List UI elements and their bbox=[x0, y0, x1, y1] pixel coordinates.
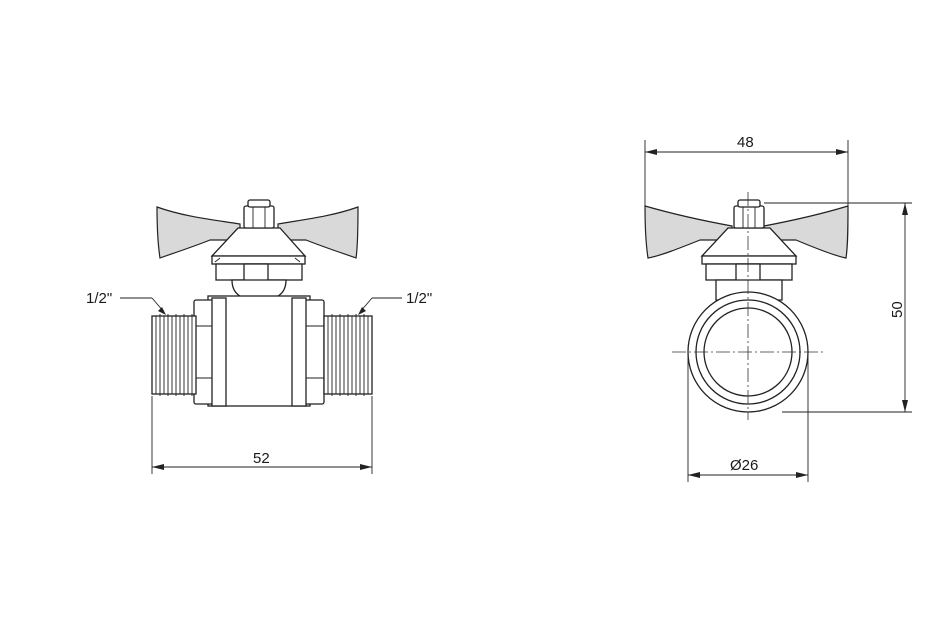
dimension-side-diameter bbox=[687, 352, 809, 482]
dimension-label-diameter: Ø26 bbox=[730, 457, 758, 474]
dimension-front-width bbox=[151, 396, 373, 474]
side-butterfly-handle bbox=[644, 205, 849, 265]
side-top-nut bbox=[733, 199, 765, 229]
front-thread-right bbox=[323, 314, 373, 396]
front-thread-left bbox=[151, 314, 197, 396]
thread-leader-left bbox=[120, 297, 166, 315]
dimension-label-50: 50 bbox=[889, 301, 906, 318]
thread-leader-right bbox=[358, 297, 402, 315]
side-view: 48 50 Ø26 bbox=[644, 134, 912, 482]
front-top-nut bbox=[243, 199, 275, 229]
front-butterfly-handle bbox=[156, 206, 359, 265]
front-stem bbox=[215, 263, 303, 301]
front-valve-body bbox=[193, 295, 325, 407]
dimension-label-52: 52 bbox=[253, 450, 270, 467]
dimension-side-width bbox=[644, 140, 849, 206]
side-center-lines bbox=[672, 192, 824, 420]
thread-label-left: 1/2" bbox=[86, 290, 112, 307]
dimension-side-height bbox=[764, 202, 912, 413]
front-view: 1/2" 1/2" 52 bbox=[86, 199, 432, 474]
dimension-label-48: 48 bbox=[737, 134, 754, 151]
thread-label-right: 1/2" bbox=[406, 290, 432, 307]
